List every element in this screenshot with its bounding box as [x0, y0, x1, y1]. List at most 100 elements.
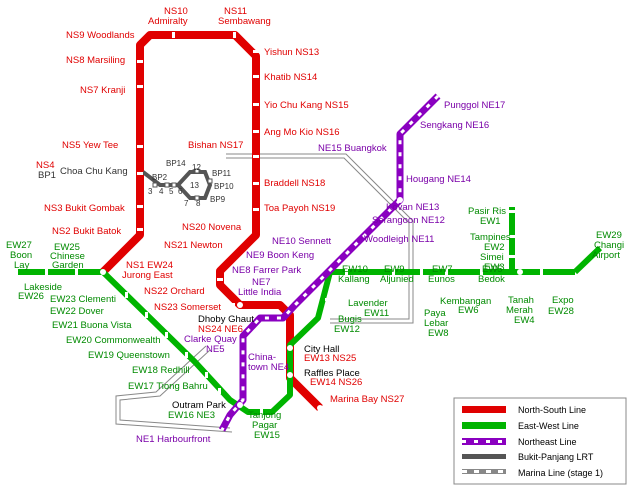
label-ns7: NS7 Kranji — [80, 85, 125, 96]
label-ns19: Toa Payoh NS19 — [264, 203, 335, 214]
label-ew14: EW14 NS26 — [310, 377, 362, 388]
label-ew22: EW22 Dover — [50, 306, 104, 317]
legend-item-ne: Northeast Line — [462, 437, 577, 447]
station-markers — [45, 32, 543, 415]
label-ne11: Woodleigh NE11 — [364, 234, 434, 245]
legend-item-marina: Marina Line (stage 1) — [462, 468, 603, 478]
label-bp11: BP11 — [212, 169, 232, 178]
label-ew15: EW15 — [254, 430, 280, 441]
label-outram: Outram Park — [172, 400, 226, 411]
label-ns8: NS8 Marsiling — [66, 55, 125, 66]
label-ew16: EW16 NE3 — [168, 410, 215, 421]
label-simei: Simei — [480, 252, 504, 263]
label-changi2: Airport — [592, 250, 620, 261]
label-harbour: NE1 Harbourfront — [136, 434, 211, 445]
label-bp1: BP1 — [38, 170, 56, 181]
label-pasir: Pasir Ris — [468, 206, 506, 217]
label-ne9: NE9 Boon Keng — [246, 250, 314, 261]
label-bp2: BP2 — [152, 173, 168, 182]
label-ew29: EW29 — [596, 230, 622, 241]
label-ns1: NS1 EW24 — [126, 260, 173, 271]
label-ns5: NS5 Yew Tee — [62, 140, 118, 151]
legend-label-ns: North-South Line — [518, 405, 586, 415]
label-ns11b: Sembawang — [218, 16, 271, 27]
label-tanjong1: Tanjong — [248, 410, 281, 421]
legend-item-ns: North-South Line — [462, 405, 586, 415]
label-ew12: EW12 — [334, 324, 360, 335]
label-bedok: Bedok — [478, 274, 505, 285]
label-ne13: Kovan NE13 — [386, 202, 439, 213]
legend-label-marina: Marina Line (stage 1) — [518, 468, 603, 478]
legend-label-ew: East-West Line — [518, 421, 579, 431]
label-kem: Kembangan — [440, 296, 491, 307]
label-ew10a: EW10 — [342, 264, 368, 275]
label-bp14: BP14 — [166, 159, 186, 168]
northeast-line — [218, 93, 441, 432]
label-ew1: EW1 — [480, 216, 501, 227]
label-ns17: Bishan NS17 — [188, 140, 243, 151]
label-paya2: Lebar — [424, 318, 448, 329]
label-ns20: NS20 Novena — [182, 222, 242, 233]
label-ew21: EW21 Buona Vista — [52, 320, 132, 331]
legend-label-ne: Northeast Line — [518, 437, 577, 447]
label-aljunied: Aljunied — [380, 274, 414, 285]
label-tampines: Tampines — [470, 232, 511, 243]
label-ns13: Yishun NS13 — [264, 47, 319, 58]
label-ew5a: EW5 — [482, 264, 503, 275]
label-ew26: EW26 — [18, 291, 44, 302]
label-ew25b: Chinese — [50, 251, 85, 262]
label-paya1: Paya — [424, 308, 446, 319]
label-bp8: 8 — [196, 199, 201, 208]
label-ns11a: NS11 — [224, 6, 247, 17]
label-ne12: Serangoon NE12 — [372, 215, 445, 226]
label-bp7: 7 — [184, 199, 189, 208]
legend-label-lrt: Bukit-Panjang LRT — [518, 452, 594, 462]
label-ew20: EW20 Commonwealth — [66, 335, 161, 346]
label-ew25c: Garden — [52, 260, 84, 271]
label-ew27a: EW27 — [6, 240, 32, 251]
label-ew19: EW19 Queenstown — [88, 350, 170, 361]
label-ne10: NE10 Sennett — [272, 236, 332, 247]
label-ns15: Yio Chu Kang NS15 — [264, 100, 349, 111]
label-expo: Expo — [552, 295, 574, 306]
label-ew6: EW6 — [458, 305, 479, 316]
label-ne8: NE8 Farrer Park — [232, 265, 301, 276]
label-ns2: NS2 Bukit Batok — [52, 226, 121, 237]
label-changi1: Changi — [594, 240, 624, 251]
label-ne16: Sengkang NE16 — [420, 120, 489, 131]
label-ew28: EW28 — [548, 306, 574, 317]
label-dhoby: Dhoby Ghaut — [198, 314, 254, 325]
label-ns10b: Admiralty — [148, 16, 188, 27]
label-eunos: Eunos — [428, 274, 455, 285]
label-kallang: Kallang — [338, 274, 370, 285]
label-ew17: EW17 Tiong Bahru — [128, 381, 208, 392]
label-bp12: 12 — [192, 163, 201, 172]
label-ns4a: NS4 — [36, 160, 54, 171]
label-chinatown1: China- — [248, 352, 276, 363]
label-ew8: EW8 — [428, 328, 449, 339]
label-ew23: EW23 Clementi — [50, 294, 116, 305]
ns-labels: NS9 Woodlands NS10 Admiralty NS11 Sembaw… — [36, 6, 349, 251]
label-ns18: Braddell NS18 — [264, 178, 325, 189]
legend-item-lrt: Bukit-Panjang LRT — [462, 452, 594, 462]
label-raffles: Raffles Place — [304, 368, 360, 379]
label-ew27c: Lay — [14, 260, 30, 271]
label-bp4: 4 — [159, 187, 164, 196]
label-bp13: 13 — [190, 181, 199, 190]
label-clarke: Clarke Quay — [184, 334, 237, 345]
label-ns23: NS23 Somerset — [154, 302, 221, 313]
label-ew4: EW4 — [514, 315, 535, 326]
label-ew7a: EW7 — [432, 264, 453, 275]
label-tanah2: Merah — [506, 305, 533, 316]
label-ne17: Punggol NE17 — [444, 100, 505, 111]
label-bugis: Bugis — [338, 314, 362, 325]
label-chinatown2: town NE4 — [248, 362, 289, 373]
label-choa: Choa Chu Kang — [60, 166, 128, 177]
label-ne7a: NE7 — [252, 277, 270, 288]
label-marina: Marina Bay NS27 — [330, 394, 404, 405]
label-ew9a: EW9 — [384, 264, 405, 275]
label-tanjong2: Pagar — [252, 420, 277, 431]
label-bp5: 5 — [169, 187, 174, 196]
label-ns16: Ang Mo Kio NS16 — [264, 127, 340, 138]
east-west-line — [18, 207, 603, 415]
